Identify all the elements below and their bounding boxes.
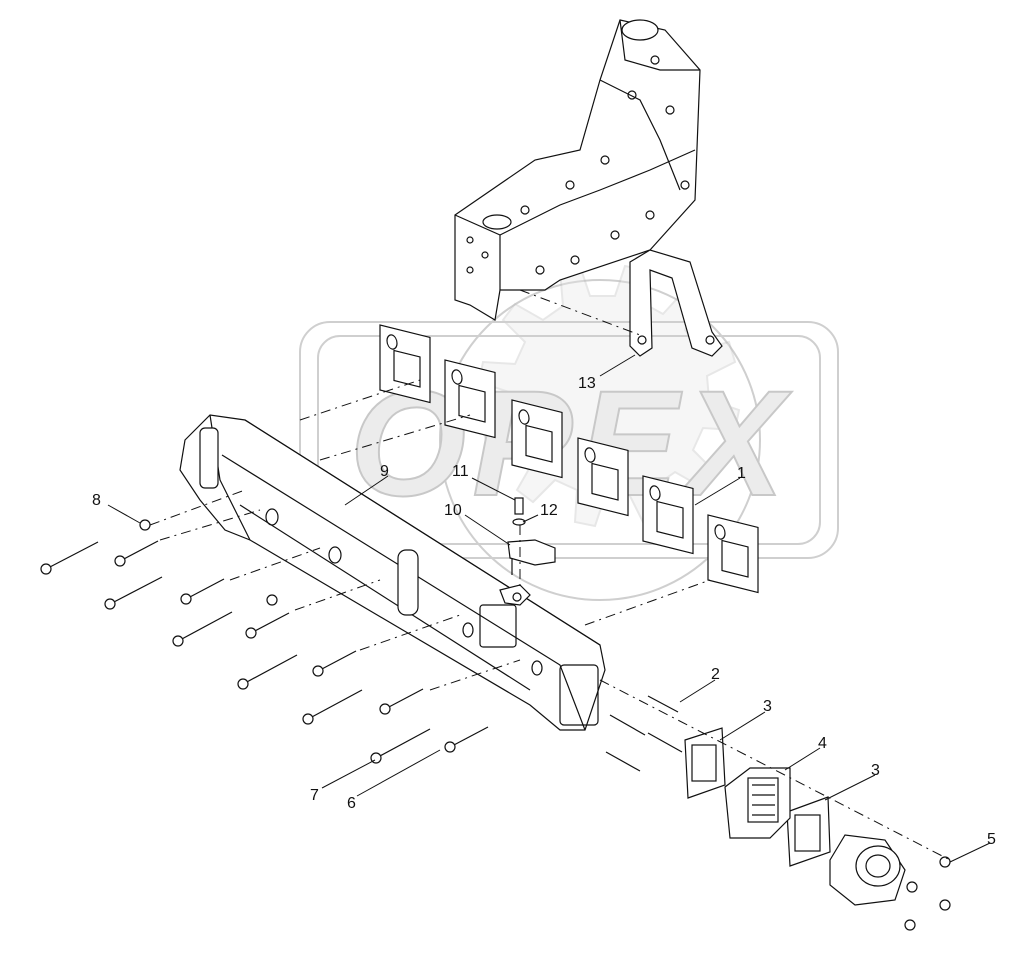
studs [605,695,683,772]
elbow-housing-part [829,834,906,906]
assembly-centerlines [149,289,951,861]
cooler-block-part [724,767,791,839]
bracket-part [629,249,723,357]
watermark-frame-inner [317,335,821,545]
callout-12: 12 [540,502,558,519]
watermark-frame-outer [299,321,839,559]
exhaust-manifold-part [179,414,606,731]
callout-11: 11 [452,463,469,480]
callout-1: 1 [737,465,746,482]
manifold-gaskets [379,324,759,594]
callout-4: 4 [818,735,827,752]
callout-leaders [107,354,991,863]
manifold-bolts [40,519,489,764]
engine-block-part [454,19,701,321]
callout-8: 8 [92,492,101,509]
callout-5: 5 [987,831,996,848]
sensor-assembly [507,497,556,575]
callout-7: 7 [310,787,319,804]
nuts [904,856,951,931]
flange-gaskets [684,727,831,867]
callout-13: 13 [578,375,596,392]
callout-labels: 1 2 3 3 4 5 6 7 8 9 10 11 12 13 [92,375,996,848]
callout-3-lower: 3 [871,762,880,779]
callout-2: 2 [711,666,720,683]
callout-10: 10 [444,502,462,519]
callout-9: 9 [380,463,389,480]
callout-3-upper: 3 [763,698,772,715]
callout-6: 6 [347,795,356,812]
